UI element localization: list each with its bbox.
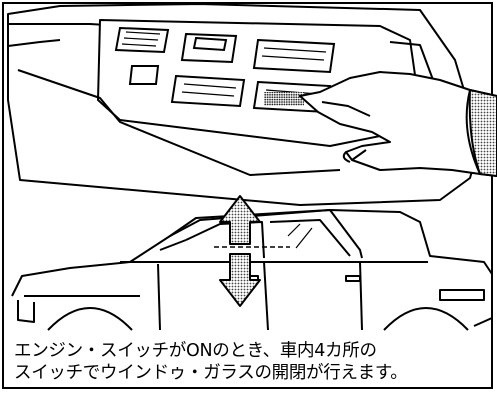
switch-front-left (170, 74, 246, 108)
illustration-frame (2, 2, 493, 389)
car-side-view (11, 209, 493, 331)
caption-line-1: エンジン・スイッチがONのとき、車内4カ所の (14, 341, 377, 361)
window-switches (114, 26, 336, 114)
caption-text: エンジン・スイッチがONのとき、車内4カ所の スイッチでウインドゥ・ガラスの開閉… (14, 340, 490, 384)
switch-rear-right (252, 38, 336, 74)
up-arrow-icon (219, 195, 261, 245)
hand-pressing-switch (299, 71, 497, 177)
caption-line-2: スイッチでウインドゥ・ガラスの開閉が行えます。 (14, 363, 408, 383)
down-arrow-icon (219, 253, 261, 307)
switch-small (128, 65, 160, 85)
switch-rear-left (114, 26, 170, 54)
switch-lock (180, 32, 238, 64)
